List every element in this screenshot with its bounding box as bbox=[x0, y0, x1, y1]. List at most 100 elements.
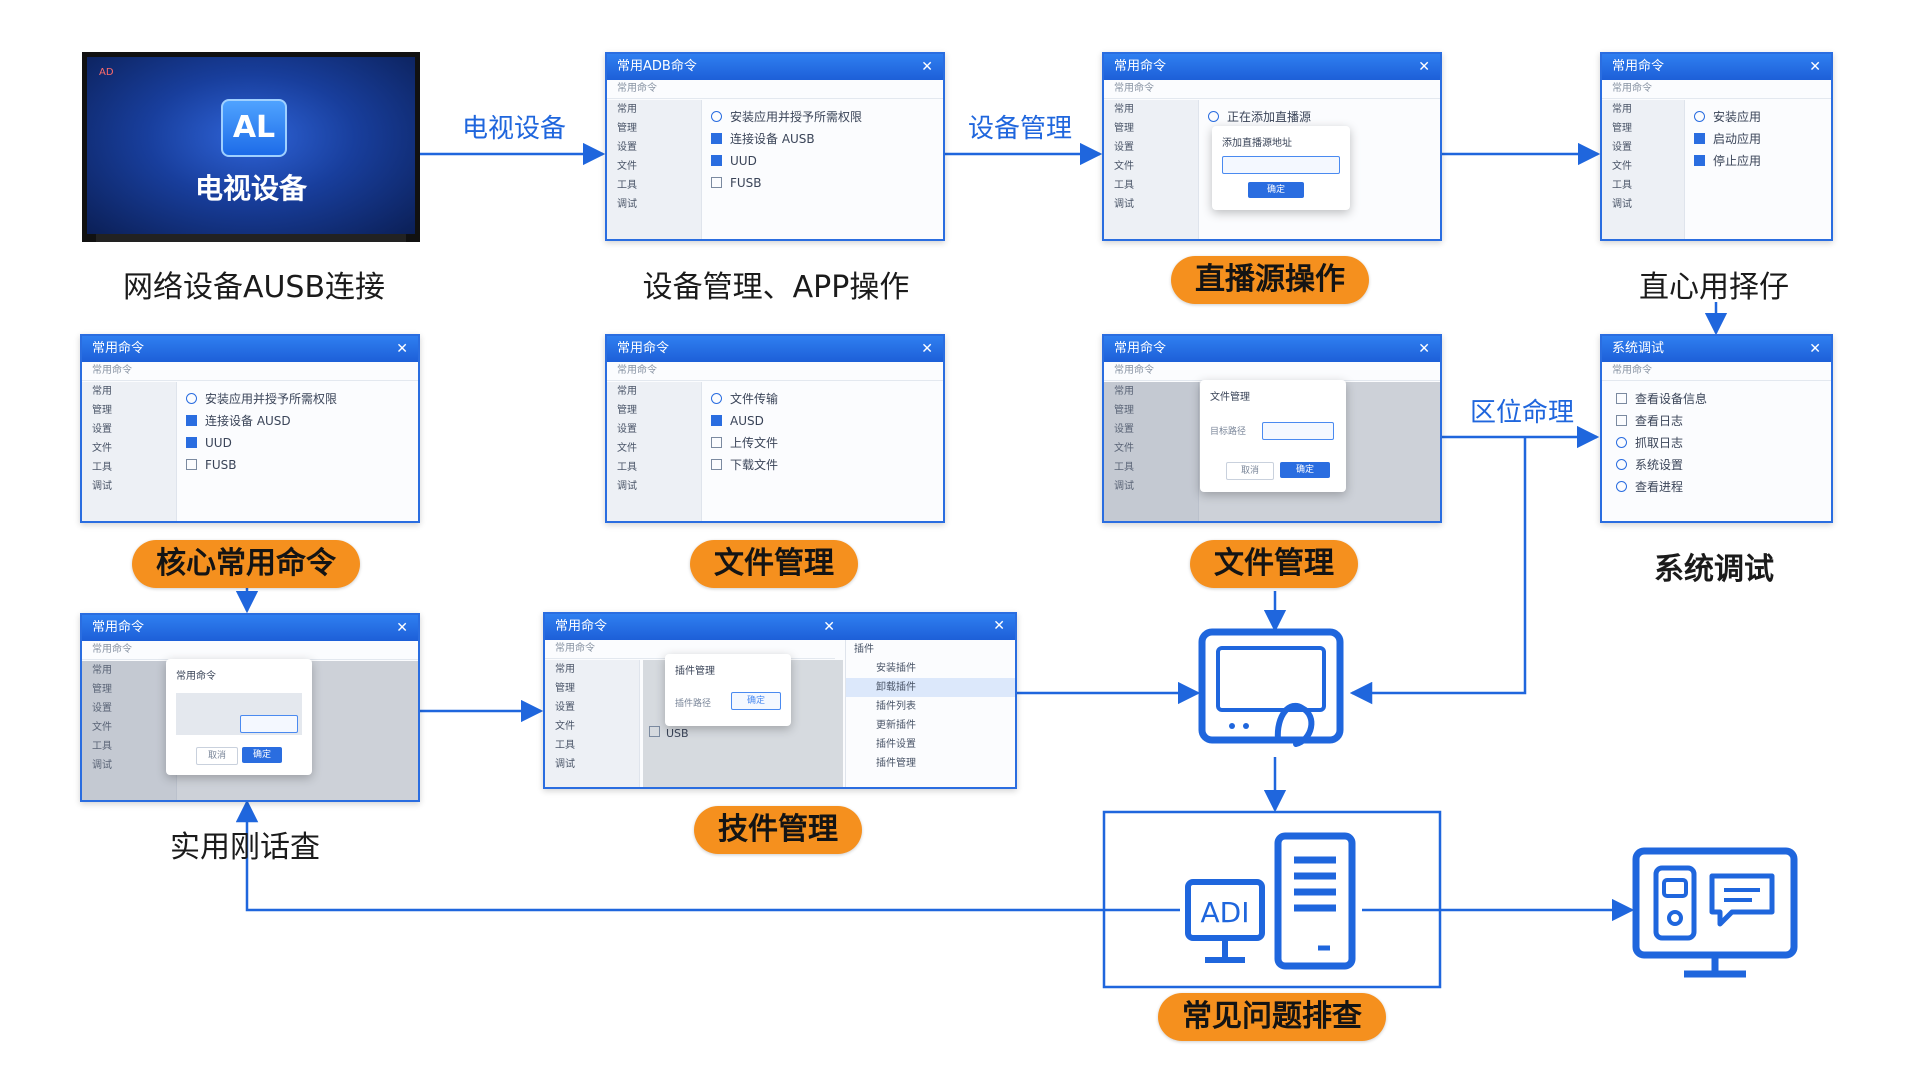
sidebar-item[interactable]: 常用 bbox=[1114, 104, 1134, 115]
dialog-confirm-button[interactable]: 确定 bbox=[1280, 462, 1330, 478]
checkbox-checked[interactable] bbox=[711, 155, 722, 166]
list-item[interactable]: 安装应用并授予所需权限 bbox=[711, 106, 933, 128]
list-item[interactable]: 停止应用 bbox=[1694, 150, 1821, 172]
list-item[interactable]: 更新插件 bbox=[876, 720, 916, 731]
sidebar-item[interactable]: 调试 bbox=[617, 481, 637, 492]
dialog-cancel-button[interactable]: 取消 bbox=[196, 747, 238, 765]
sidebar-item[interactable]: 调试 bbox=[1114, 481, 1134, 492]
sidebar-item[interactable]: 管理 bbox=[555, 683, 575, 694]
list-item[interactable]: USB bbox=[649, 726, 689, 740]
sidebar-item[interactable]: 管理 bbox=[1612, 123, 1632, 134]
sidebar-item[interactable]: 文件 bbox=[555, 721, 575, 732]
sidebar-item[interactable]: 文件 bbox=[1114, 161, 1134, 172]
dialog-input[interactable] bbox=[240, 715, 298, 733]
sidebar-item[interactable]: 常用 bbox=[1612, 104, 1632, 115]
close-icon[interactable]: ✕ bbox=[396, 620, 408, 636]
sidebar-item[interactable]: 工具 bbox=[617, 462, 637, 473]
sidebar-item[interactable]: 常用 bbox=[555, 664, 575, 675]
sidebar-item[interactable]: 调试 bbox=[1612, 199, 1632, 210]
sidebar-item[interactable]: 设置 bbox=[92, 424, 112, 435]
close-icon[interactable]: ✕ bbox=[1809, 341, 1821, 357]
list-item[interactable]: 文件传输 bbox=[711, 388, 933, 410]
sidebar-item[interactable]: 设置 bbox=[92, 703, 112, 714]
close-icon[interactable]: ✕ bbox=[823, 619, 835, 635]
sidebar-item[interactable]: 调试 bbox=[92, 760, 112, 771]
checkbox[interactable] bbox=[649, 726, 660, 737]
list-item[interactable]: 抓取日志 bbox=[1616, 432, 1821, 454]
sidebar-item[interactable]: 文件 bbox=[617, 443, 637, 454]
sidebar-item[interactable]: 管理 bbox=[1114, 123, 1134, 134]
sidebar-item[interactable]: 设置 bbox=[617, 424, 637, 435]
sidebar-item[interactable]: 设置 bbox=[1114, 424, 1134, 435]
list-item-selected[interactable]: 卸载插件 bbox=[846, 678, 1015, 697]
close-icon[interactable]: ✕ bbox=[1809, 59, 1821, 75]
sidebar-item[interactable]: 工具 bbox=[1612, 180, 1632, 191]
list-item[interactable]: FUSB bbox=[711, 172, 933, 194]
list-item[interactable]: FUSB bbox=[186, 454, 408, 476]
sidebar-item[interactable]: 管理 bbox=[1114, 405, 1134, 416]
checkbox-checked[interactable] bbox=[1694, 155, 1705, 166]
dialog-confirm-button[interactable]: 确定 bbox=[242, 747, 282, 763]
sidebar-item[interactable]: 文件 bbox=[92, 722, 112, 733]
list-item[interactable]: 下载文件 bbox=[711, 454, 933, 476]
list-item[interactable]: 查看进程 bbox=[1616, 476, 1821, 498]
list-item[interactable]: 连接设备 AUSB bbox=[711, 128, 933, 150]
sidebar-item[interactable]: 调试 bbox=[92, 481, 112, 492]
list-item[interactable]: 安装应用并授予所需权限 bbox=[186, 388, 408, 410]
sidebar-item[interactable]: 设置 bbox=[555, 702, 575, 713]
sidebar-item[interactable]: 文件 bbox=[92, 443, 112, 454]
sidebar-item[interactable]: 管理 bbox=[92, 405, 112, 416]
sidebar-item[interactable]: 常用 bbox=[92, 665, 112, 676]
list-item[interactable]: 安装插件 bbox=[876, 663, 916, 674]
sidebar-item[interactable]: 常用 bbox=[617, 104, 637, 115]
checkbox[interactable] bbox=[711, 459, 722, 470]
dialog-input[interactable] bbox=[1222, 156, 1340, 174]
dialog-input[interactable] bbox=[1262, 422, 1334, 440]
sidebar-item[interactable]: 常用 bbox=[1114, 386, 1134, 397]
checkbox-checked[interactable] bbox=[186, 437, 197, 448]
list-item[interactable]: 插件管理 bbox=[876, 758, 916, 769]
list-item[interactable]: 查看日志 bbox=[1616, 410, 1821, 432]
dialog-confirm-button[interactable]: 确定 bbox=[1248, 182, 1304, 198]
sidebar-item[interactable]: 文件 bbox=[1612, 161, 1632, 172]
close-icon[interactable]: ✕ bbox=[921, 341, 933, 357]
sidebar-item[interactable]: 设置 bbox=[1612, 142, 1632, 153]
sidebar-item[interactable]: 调试 bbox=[555, 759, 575, 770]
list-item[interactable]: 启动应用 bbox=[1694, 128, 1821, 150]
sidebar-item[interactable]: 工具 bbox=[1114, 180, 1134, 191]
sidebar-item[interactable]: 调试 bbox=[1114, 199, 1134, 210]
sidebar-item[interactable]: 文件 bbox=[617, 161, 637, 172]
checkbox-checked[interactable] bbox=[1694, 133, 1705, 144]
close-icon[interactable]: ✕ bbox=[1418, 341, 1430, 357]
list-item[interactable]: 上传文件 bbox=[711, 432, 933, 454]
close-icon[interactable]: ✕ bbox=[921, 59, 933, 75]
checkbox[interactable] bbox=[711, 177, 722, 188]
sidebar-item[interactable]: 工具 bbox=[92, 462, 112, 473]
sidebar-item[interactable]: 工具 bbox=[555, 740, 575, 751]
checkbox[interactable] bbox=[711, 437, 722, 448]
close-icon[interactable]: ✕ bbox=[1418, 59, 1430, 75]
checkbox-checked[interactable] bbox=[711, 415, 722, 426]
list-item[interactable]: UUD bbox=[186, 432, 408, 454]
checkbox[interactable] bbox=[1616, 393, 1627, 404]
sidebar-item[interactable]: 常用 bbox=[92, 386, 112, 397]
checkbox-checked[interactable] bbox=[186, 415, 197, 426]
list-item[interactable]: 连接设备 AUSD bbox=[186, 410, 408, 432]
list-item[interactable]: UUD bbox=[711, 150, 933, 172]
close-icon[interactable]: ✕ bbox=[993, 618, 1005, 634]
list-item[interactable]: 插件列表 bbox=[876, 701, 916, 712]
list-item[interactable]: 系统设置 bbox=[1616, 454, 1821, 476]
dialog-cancel-button[interactable]: 取消 bbox=[1226, 462, 1274, 480]
dialog-confirm-button[interactable]: 确定 bbox=[731, 692, 781, 710]
sidebar-item[interactable]: 管理 bbox=[617, 123, 637, 134]
sidebar-item[interactable]: 工具 bbox=[92, 741, 112, 752]
list-item[interactable]: 查看设备信息 bbox=[1616, 388, 1821, 410]
sidebar-item[interactable]: 调试 bbox=[617, 199, 637, 210]
checkbox-checked[interactable] bbox=[711, 133, 722, 144]
list-item[interactable]: 正在添加直播源 bbox=[1208, 106, 1430, 128]
checkbox[interactable] bbox=[186, 459, 197, 470]
list-item[interactable]: 插件设置 bbox=[876, 739, 916, 750]
sidebar-item[interactable]: 工具 bbox=[1114, 462, 1134, 473]
sidebar-item[interactable]: 设置 bbox=[617, 142, 637, 153]
sidebar-item[interactable]: 工具 bbox=[617, 180, 637, 191]
